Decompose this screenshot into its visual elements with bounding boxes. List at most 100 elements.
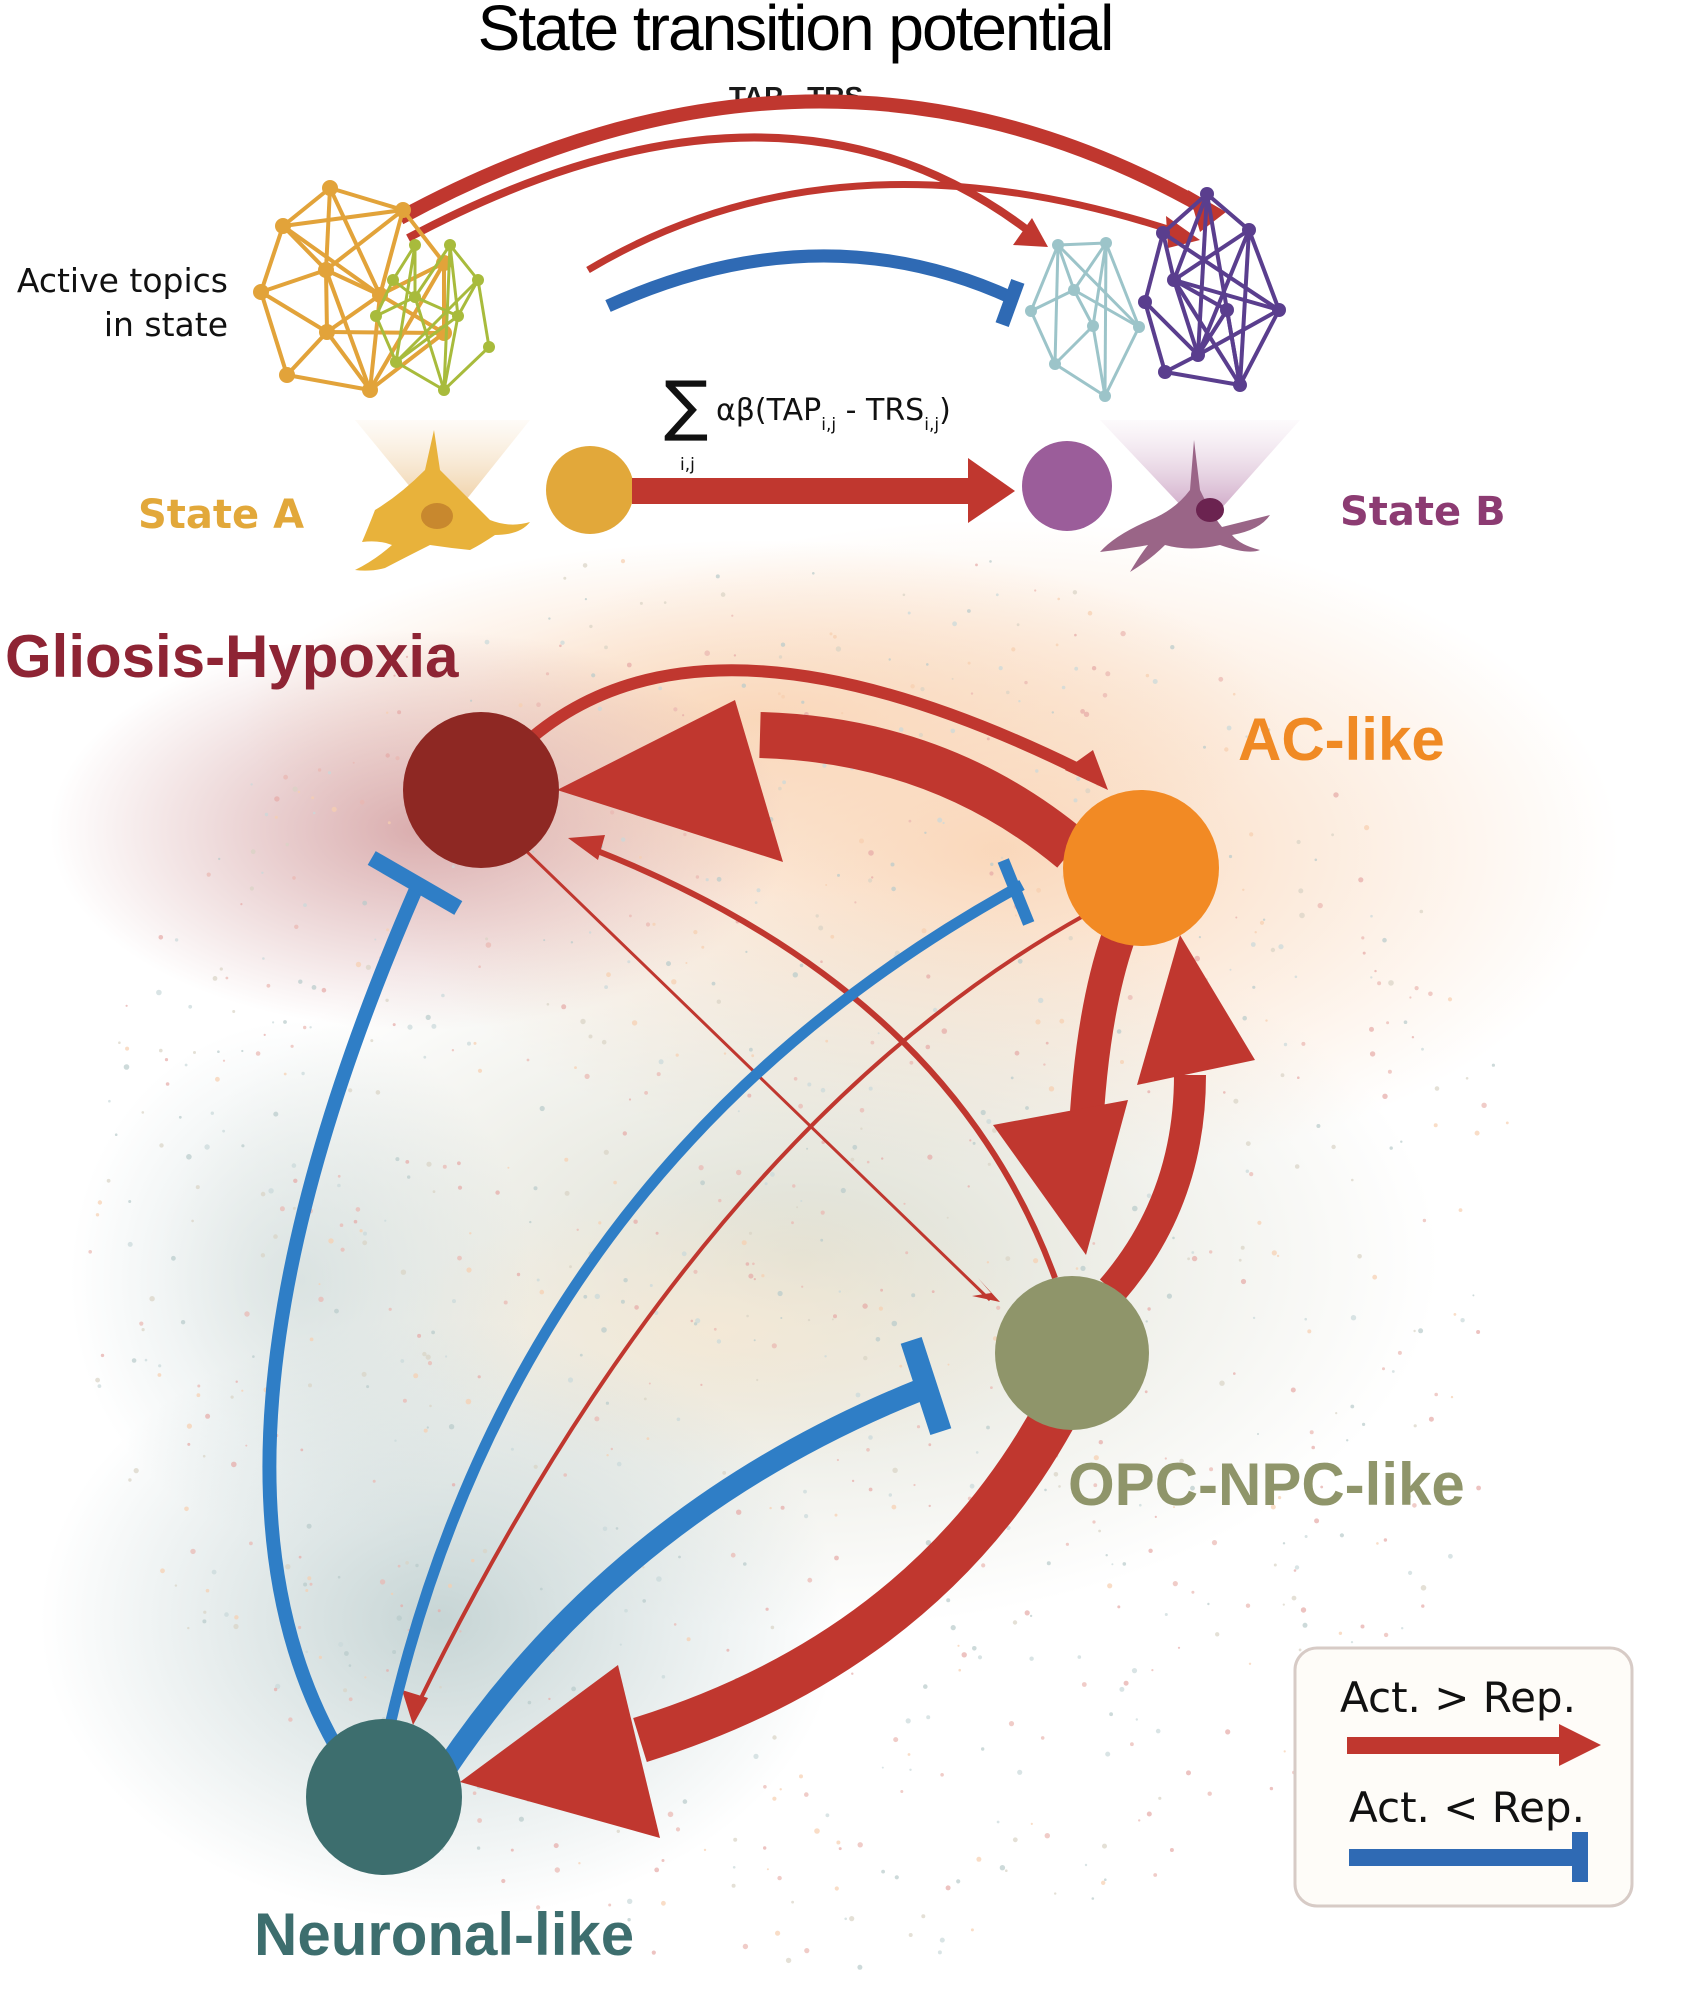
cloud-dot	[854, 901, 857, 904]
cloud-dot	[273, 1234, 278, 1239]
cloud-dot	[741, 683, 746, 688]
cloud-dot	[400, 1604, 404, 1608]
cloud-dot	[770, 1172, 775, 1177]
cloud-dot	[899, 1364, 903, 1368]
cloud-dot	[469, 1232, 472, 1235]
cloud-dot	[205, 1413, 211, 1419]
cloud-dot	[1155, 1728, 1161, 1734]
cloud-dot	[871, 876, 874, 879]
network-link	[1247, 229, 1281, 311]
active-topics-label-line1: Active topics	[17, 261, 228, 300]
cloud-dot	[386, 1669, 389, 1672]
cloud-dot	[451, 1483, 456, 1487]
cloud-dot	[249, 1541, 253, 1546]
legend-repression-bar	[1572, 1832, 1588, 1882]
cloud-dot	[646, 1437, 650, 1440]
state-a-cone	[355, 420, 530, 505]
cloud-dot	[1249, 1172, 1254, 1177]
cloud-dot	[478, 965, 481, 968]
cloud-dot	[1294, 1164, 1300, 1169]
cloud-dot	[928, 1504, 931, 1508]
cloud-dot	[1481, 1102, 1487, 1109]
cloud-dot	[344, 1651, 349, 1656]
cloud-dot	[857, 1964, 863, 1970]
cloud-dot	[913, 1483, 916, 1487]
cloud-dot	[292, 1206, 296, 1210]
cloud-dot	[972, 1646, 977, 1651]
cloud-dot	[1382, 937, 1387, 943]
network-link	[374, 279, 395, 317]
cloud-dot	[868, 850, 874, 856]
cloud-dot	[651, 1950, 656, 1955]
cloud-dot	[222, 1129, 226, 1133]
cloud-dot	[1248, 1662, 1252, 1666]
cloud-dot	[1080, 1265, 1086, 1271]
cloud-dot	[661, 1675, 666, 1679]
cloud-dot	[374, 938, 377, 941]
cloud-dot	[681, 1251, 687, 1257]
cloud-dot	[352, 761, 355, 764]
cloud-dot	[588, 1034, 593, 1039]
cloud-dot	[622, 1131, 627, 1136]
cloud-dot	[654, 1867, 660, 1873]
cloud-dot	[1421, 1604, 1425, 1608]
topic-arrow-medium-2	[586, 180, 1182, 274]
cloud-dot	[293, 1178, 298, 1184]
label-opc-npc-like: OPC-NPC-like	[1068, 1451, 1465, 1518]
network-node	[1158, 365, 1172, 379]
node-gliosis-hypoxia	[403, 712, 559, 868]
cloud-dot	[128, 1478, 132, 1482]
cloud-dot	[778, 786, 782, 791]
cloud-dot	[578, 1862, 581, 1865]
cloud-dot	[807, 1318, 811, 1322]
cloud-dot	[704, 650, 710, 656]
cloud-dot	[1476, 1330, 1481, 1334]
cloud-dot	[303, 1582, 308, 1587]
cloud-dot	[820, 960, 823, 963]
cloud-dot	[782, 780, 786, 785]
topic-network-state-b-2	[1138, 187, 1286, 392]
cloud-dot	[753, 1339, 756, 1342]
cloud-dot	[309, 1337, 314, 1342]
cloud-dot	[857, 1842, 863, 1848]
cloud-dot	[798, 1103, 803, 1109]
cloud-dot	[1135, 1718, 1139, 1721]
cloud-dot	[928, 1443, 932, 1447]
cloud-dot	[620, 559, 626, 564]
cloud-dot	[859, 1108, 865, 1113]
cloud-dot	[1147, 1090, 1151, 1094]
cloud-dot	[667, 1811, 674, 1818]
cloud-dot	[834, 1513, 838, 1517]
cloud-dot	[312, 811, 316, 815]
cloud-dot	[224, 1612, 229, 1617]
cloud-dot	[1117, 1605, 1121, 1609]
cloud-dot	[466, 1267, 472, 1273]
network-link	[456, 279, 480, 317]
network-node	[472, 274, 484, 286]
cloud-dot	[1413, 1329, 1416, 1333]
network-node	[1200, 187, 1214, 201]
cloud-dot	[597, 706, 603, 711]
cloud-dot	[1311, 1445, 1315, 1450]
network-link	[1161, 192, 1209, 235]
cloud-dot	[1294, 1565, 1300, 1570]
cloud-dot	[763, 1785, 767, 1789]
network-link	[1057, 241, 1107, 247]
edge-ac-to-neuronal-head	[402, 1690, 428, 1725]
cloud-dot	[1267, 728, 1271, 732]
cloud-dot	[639, 601, 643, 605]
cloud-dot	[395, 1157, 400, 1162]
cloud-dot	[986, 737, 990, 741]
cloud-dot	[1132, 1205, 1138, 1212]
network-link	[285, 330, 329, 377]
figure-title: State transition potential	[478, 0, 1113, 64]
cloud-dot	[866, 1448, 870, 1452]
cloud-dot	[720, 592, 726, 597]
cloud-dot	[1101, 1880, 1106, 1886]
cloud-dot	[1474, 1130, 1480, 1136]
cloud-dot	[1025, 1106, 1029, 1110]
network-link	[1143, 232, 1165, 303]
cloud-dot	[1238, 1258, 1242, 1262]
cloud-dot	[752, 1262, 755, 1266]
cloud-dot	[527, 1700, 532, 1705]
